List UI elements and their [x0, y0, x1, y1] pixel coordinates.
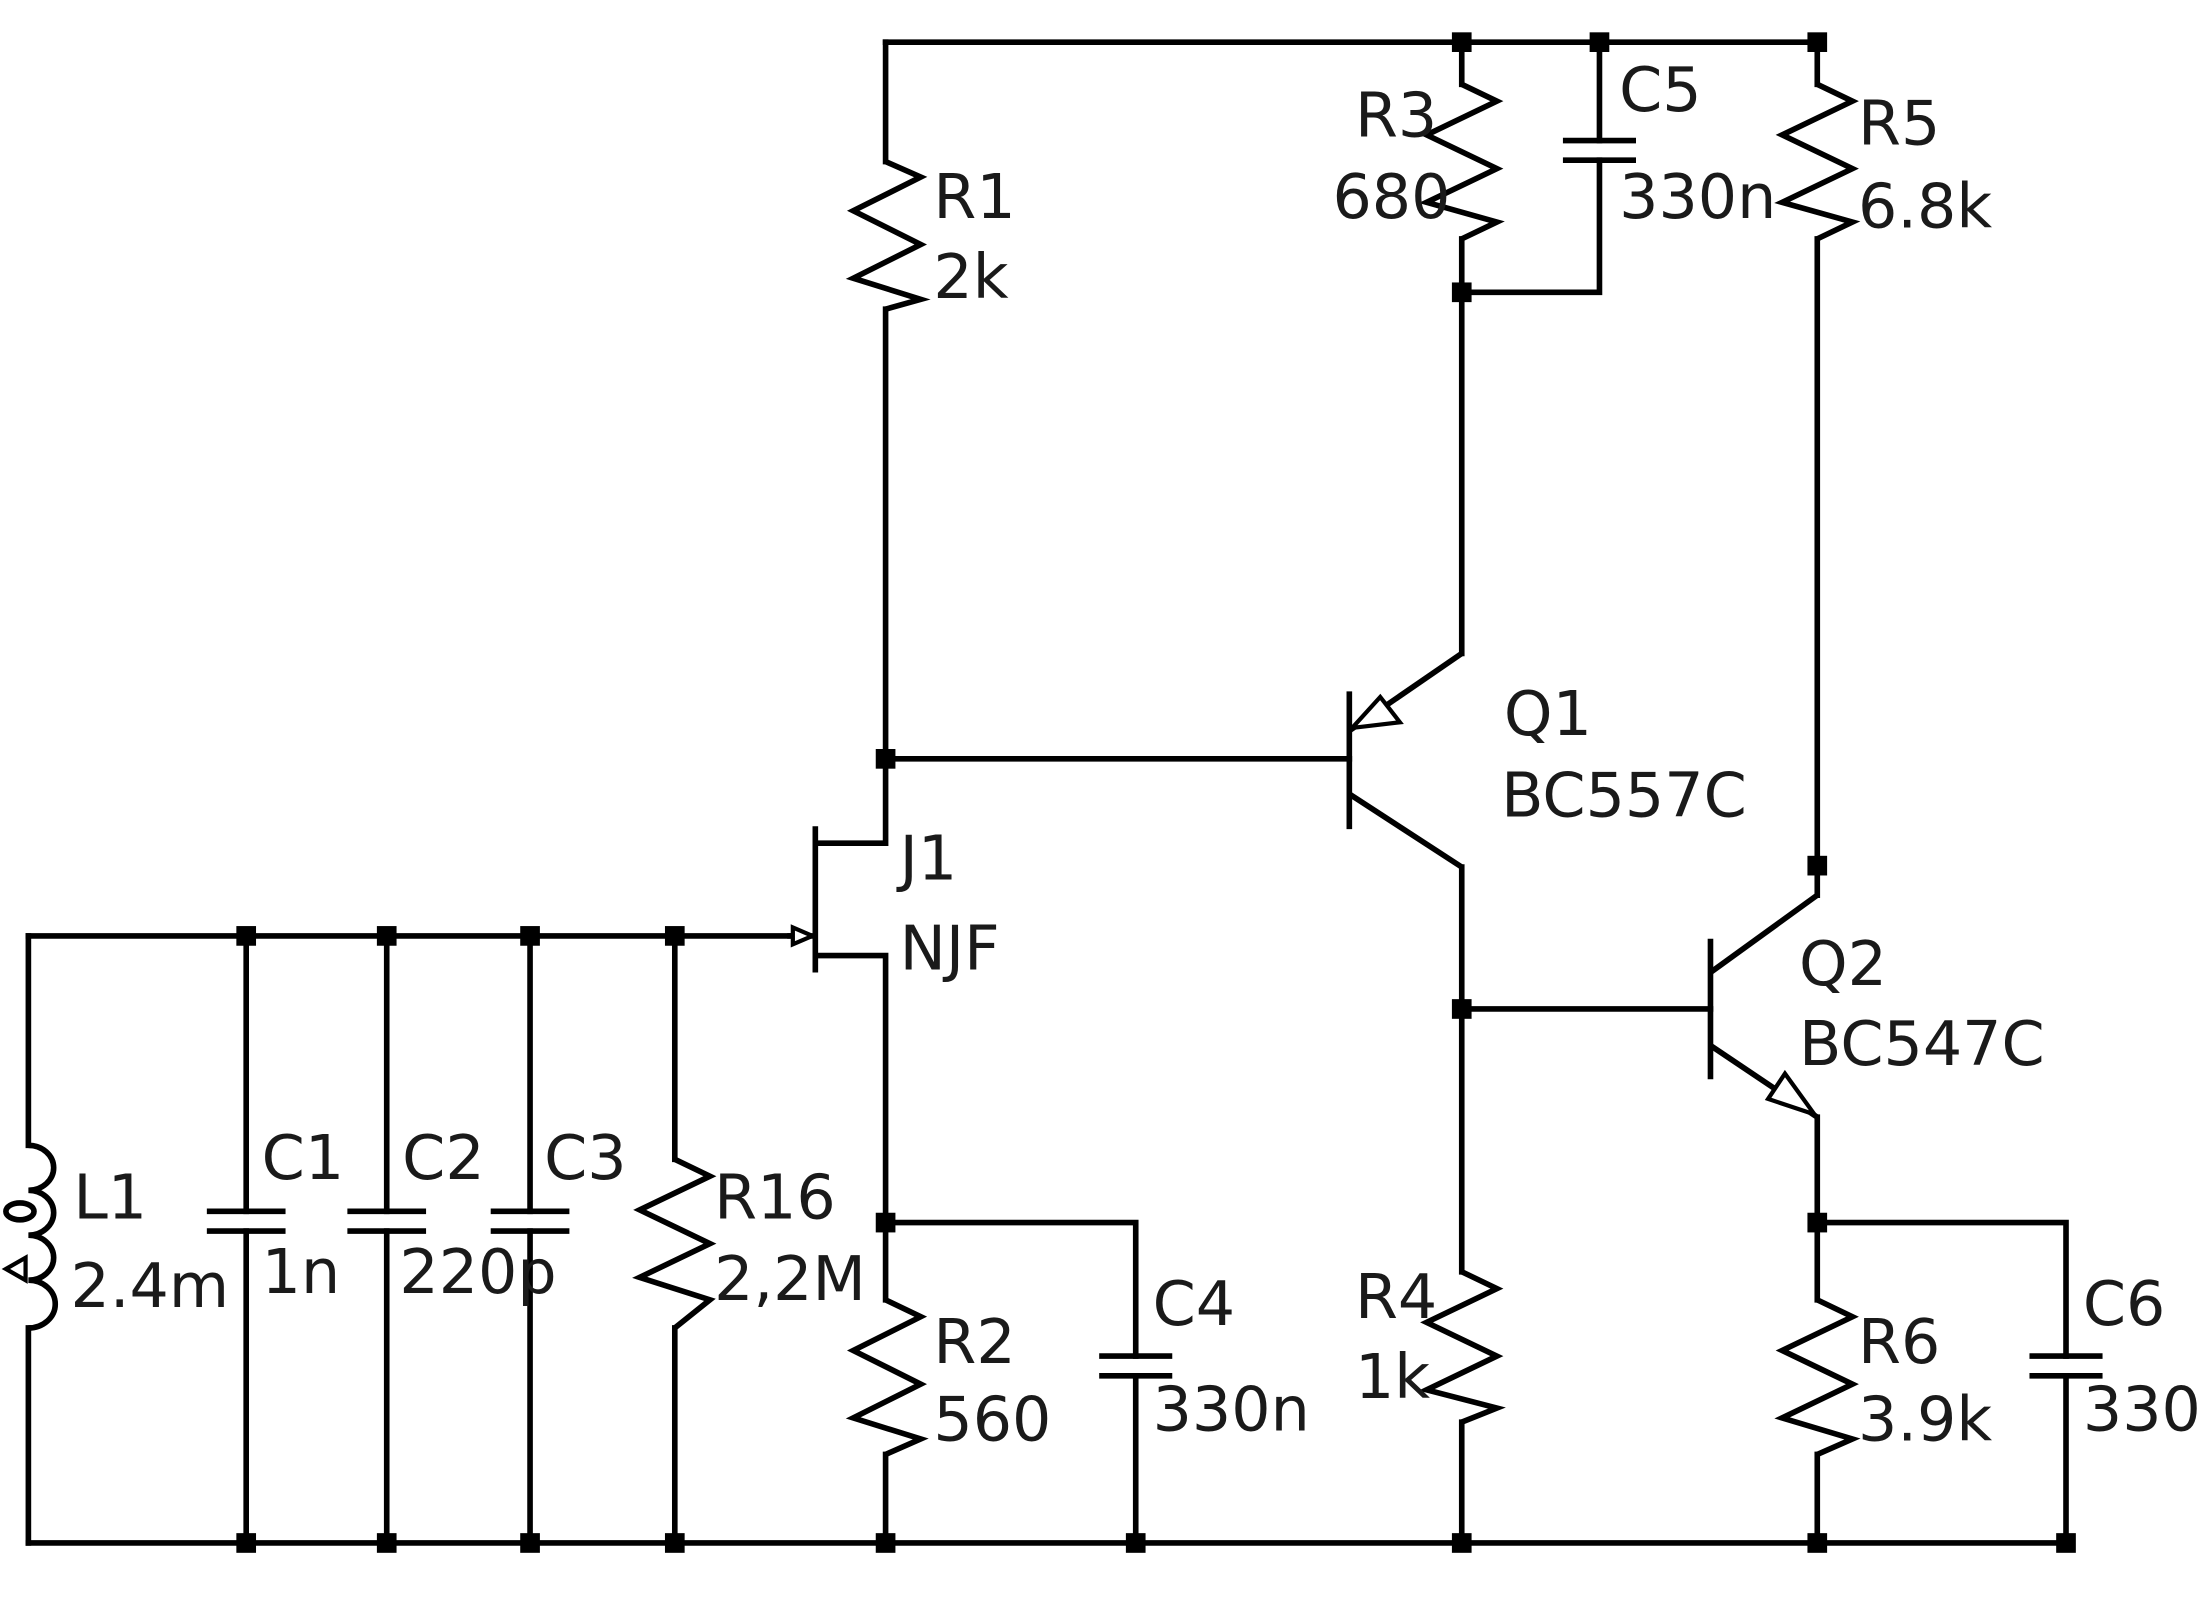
resistor-r3 [1418, 81, 1505, 242]
capacitor-c2 [347, 1208, 427, 1234]
resistor-r5 [1774, 81, 1861, 242]
label-c5-value: 330n [1619, 161, 1776, 233]
capacitor-c5 [1562, 137, 1636, 164]
c6-wire [1814, 1219, 2069, 1546]
r1-wire [816, 39, 889, 846]
resistors [632, 81, 1861, 1458]
label-q2-value: BC547C [1799, 1008, 2045, 1080]
label-c2-ref: C2 [402, 1122, 485, 1194]
label-r3-ref: R3 [1355, 79, 1437, 151]
label-r5-value: 6.8k [1858, 171, 1992, 243]
label-c3-ref: C3 [544, 1122, 627, 1194]
label-c1-ref: C1 [262, 1122, 345, 1194]
label-j1-value: NJF [900, 913, 1000, 985]
resistor-r4 [1418, 1269, 1506, 1425]
capacitors [206, 137, 2103, 1379]
resistor-r1 [845, 159, 931, 312]
label-r3-value: 680 [1332, 161, 1450, 233]
label-q1-ref: Q1 [1504, 678, 1592, 750]
resistor-r6 [1774, 1297, 1861, 1458]
label-r6-ref: R6 [1858, 1306, 1940, 1378]
resistor-r2 [845, 1297, 929, 1458]
label-r16-ref: R16 [714, 1161, 836, 1233]
label-q2-ref: Q2 [1799, 928, 1887, 1000]
label-r4-ref: R4 [1355, 1261, 1437, 1333]
label-c6-value: 330n [2083, 1374, 2204, 1446]
label-q1-value: BC557C [1501, 759, 1747, 831]
label-r2-ref: R2 [933, 1306, 1015, 1378]
capacitor-c3 [490, 1208, 570, 1234]
label-c4-ref: C4 [1153, 1268, 1236, 1340]
capacitor-c1 [206, 1208, 286, 1234]
jfet-j1 [787, 826, 819, 973]
label-l1-value: 2.4m [71, 1250, 230, 1322]
label-j1-ref: J1 [896, 823, 958, 895]
resistor-r16 [632, 1156, 717, 1331]
label-r4-value: 1k [1355, 1341, 1430, 1413]
transistor-q2 [1707, 892, 1821, 1120]
label-r5-ref: R5 [1858, 88, 1940, 160]
wires [25, 39, 2069, 1546]
label-c4-value: 330n [1153, 1374, 1310, 1446]
c4-wire [882, 1219, 1139, 1546]
label-r2-value: 560 [933, 1383, 1051, 1455]
label-c5-ref: C5 [1619, 54, 1702, 126]
j1-source-wire [816, 952, 889, 1546]
inductor-l1 [1, 1142, 59, 1331]
label-c6-ref: C6 [2083, 1268, 2166, 1340]
label-r1-ref: R1 [933, 161, 1015, 233]
capacitor-c4 [1099, 1353, 1173, 1379]
transistor-q1 [1346, 651, 1464, 870]
label-c2-value: 220p [399, 1236, 556, 1308]
label-r16-value: 2,2M [714, 1243, 866, 1315]
label-l1-ref: L1 [73, 1161, 147, 1233]
label-r6-value: 3.9k [1858, 1383, 1992, 1455]
label-c1-value: 1n [262, 1236, 341, 1308]
junction-nodes [236, 32, 2076, 1553]
c5-wire [1458, 39, 1603, 296]
component-labels: R1 2k R2 560 R3 680 C5 330n R5 6.8k Q1 B… [71, 54, 2204, 1455]
label-r1-value: 2k [933, 241, 1008, 313]
capacitor-c6 [2029, 1353, 2103, 1379]
